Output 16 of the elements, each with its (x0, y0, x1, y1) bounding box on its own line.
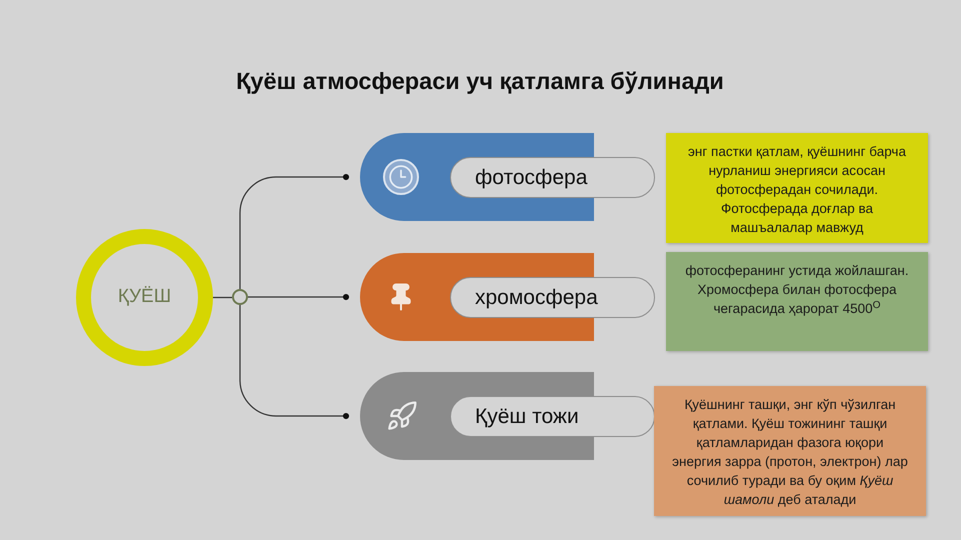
layer-tab (360, 372, 655, 460)
ring-label: ҚУЁШ (118, 285, 172, 310)
layer-name: Қуёш тожи (475, 406, 579, 427)
description-text: Қуёшнинг ташқи, энг кўп чўзилган қатлами. Қуёш тожининг ташқи қатламларидан фазога юқори энергия зарра (протон, электрон) лар сочилиб туради ва бу оқим Қуёш шамоли деб аталади (671, 396, 909, 509)
description-box (654, 386, 926, 516)
layer-name: хромосфера (475, 287, 598, 308)
description-text: энг пастки қатлам, қуёшнинг барча нурланиш энергияси асосан фотосферадан сочилади. Фотосферада доғлар ва машъалалар мавжуд (687, 143, 907, 237)
connector-line (248, 294, 350, 300)
description-box (666, 133, 928, 243)
layer-name: фотосфера (475, 167, 588, 188)
title: Қуёш атмосфераси уч қатламга бўлинади (235, 67, 725, 95)
connector-line (213, 296, 232, 298)
description-text: фотосферанинг устида жойлашган. Хромосфера билан фотосфера чегарасида ҳарорат 4500$^{O}$ (684, 262, 910, 318)
description-box (666, 252, 928, 351)
connector-line (239, 174, 350, 289)
connector-line (239, 305, 350, 420)
